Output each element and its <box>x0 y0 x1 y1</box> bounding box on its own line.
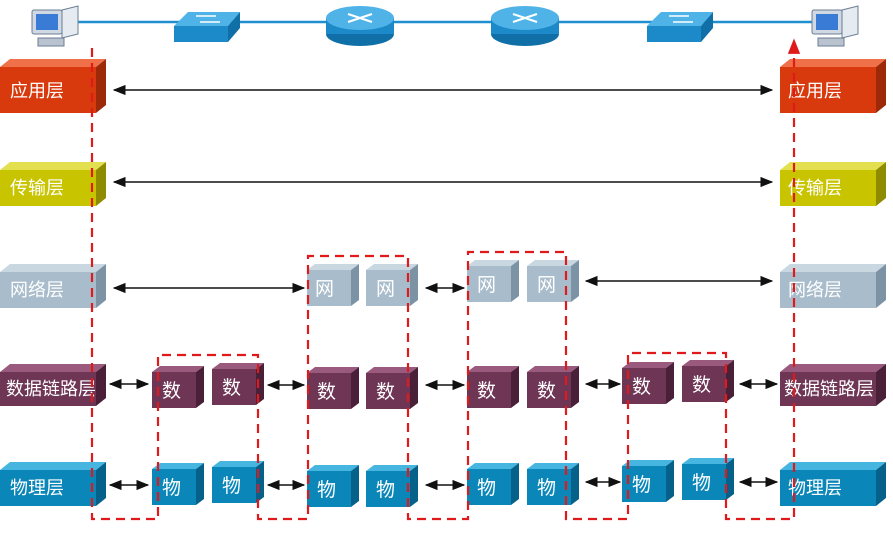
right-physical-layer: 物理层 <box>780 462 886 506</box>
switch1-datalink-in: 数 <box>152 366 204 408</box>
left-transport-layer: 传输层 <box>0 162 106 206</box>
router2-network-in: 网 <box>467 260 519 302</box>
left-application-layer: 应用层 <box>0 59 106 113</box>
switch2-datalink-out: 数 <box>682 360 734 402</box>
router2-physical-in: 物 <box>467 463 519 505</box>
router2-physical-out: 物 <box>527 463 579 505</box>
router1-physical-out: 物 <box>366 465 418 507</box>
router-icon <box>491 6 559 46</box>
switch1-physical-out: 物 <box>212 461 264 503</box>
left-physical-layer: 物理层 <box>0 462 106 506</box>
router2-datalink-in: 数 <box>467 366 519 408</box>
layer-label: 传输层 <box>788 178 842 199</box>
switch1-physical-in: 物 <box>152 463 204 505</box>
layer-label: 应用层 <box>788 81 842 102</box>
layer-label: 应用层 <box>10 81 64 102</box>
layer-label: 数据链路层 <box>6 379 96 400</box>
unit-label: 物 <box>537 477 556 499</box>
unit-label: 数 <box>162 380 181 402</box>
layer-label: 数据链路层 <box>784 379 874 400</box>
computer-icon <box>811 5 859 47</box>
router2-datalink-out: 数 <box>527 366 579 408</box>
switch2-physical-out: 物 <box>682 458 734 500</box>
layer-label: 传输层 <box>10 178 64 199</box>
layer-label: 物理层 <box>788 478 842 499</box>
unit-label: 数 <box>692 374 711 396</box>
unit-label: 数 <box>222 377 241 399</box>
layer-label: 网络层 <box>788 280 842 301</box>
router1-network-out: 网 <box>366 264 418 306</box>
left-network-layer: 网络层 <box>0 264 106 308</box>
switch2-datalink-in: 数 <box>622 362 674 404</box>
router1-physical-in: 物 <box>307 465 359 507</box>
unit-label: 网 <box>315 278 334 300</box>
router2-network-out: 网 <box>527 260 579 302</box>
right-transport-layer: 传输层 <box>780 162 886 206</box>
right-datalink-layer: 数据链路层 <box>780 364 886 406</box>
unit-label: 数 <box>477 380 496 402</box>
unit-label: 网 <box>537 274 556 296</box>
switch-icon <box>647 12 713 42</box>
unit-label: 数 <box>376 381 395 403</box>
unit-label: 物 <box>222 475 241 497</box>
unit-label: 物 <box>162 477 181 499</box>
unit-label: 数 <box>317 381 336 403</box>
switch1-datalink-out: 数 <box>212 363 264 405</box>
unit-label: 网 <box>376 278 395 300</box>
data-path-dashed <box>90 38 801 521</box>
left-datalink-layer: 数据链路层 <box>0 364 106 406</box>
right-network-layer: 网络层 <box>780 264 886 308</box>
unit-label: 网 <box>477 274 496 296</box>
unit-label: 物 <box>376 479 395 501</box>
router1-datalink-out: 数 <box>366 367 418 409</box>
router-icon <box>326 6 394 46</box>
layer-label: 物理层 <box>10 478 64 499</box>
switch2-physical-in: 物 <box>622 460 674 502</box>
unit-label: 物 <box>632 474 651 496</box>
unit-label: 物 <box>477 477 496 499</box>
layer-label: 网络层 <box>10 280 64 301</box>
router1-datalink-in: 数 <box>307 367 359 409</box>
unit-label: 物 <box>317 479 336 501</box>
unit-label: 数 <box>537 380 556 402</box>
switch-icon <box>174 12 240 42</box>
right-application-layer: 应用层 <box>780 59 886 113</box>
unit-label: 物 <box>692 472 711 494</box>
router1-network-in: 网 <box>307 264 359 306</box>
computer-icon <box>31 5 79 47</box>
peer-arrows <box>108 84 779 491</box>
unit-label: 数 <box>632 376 651 398</box>
